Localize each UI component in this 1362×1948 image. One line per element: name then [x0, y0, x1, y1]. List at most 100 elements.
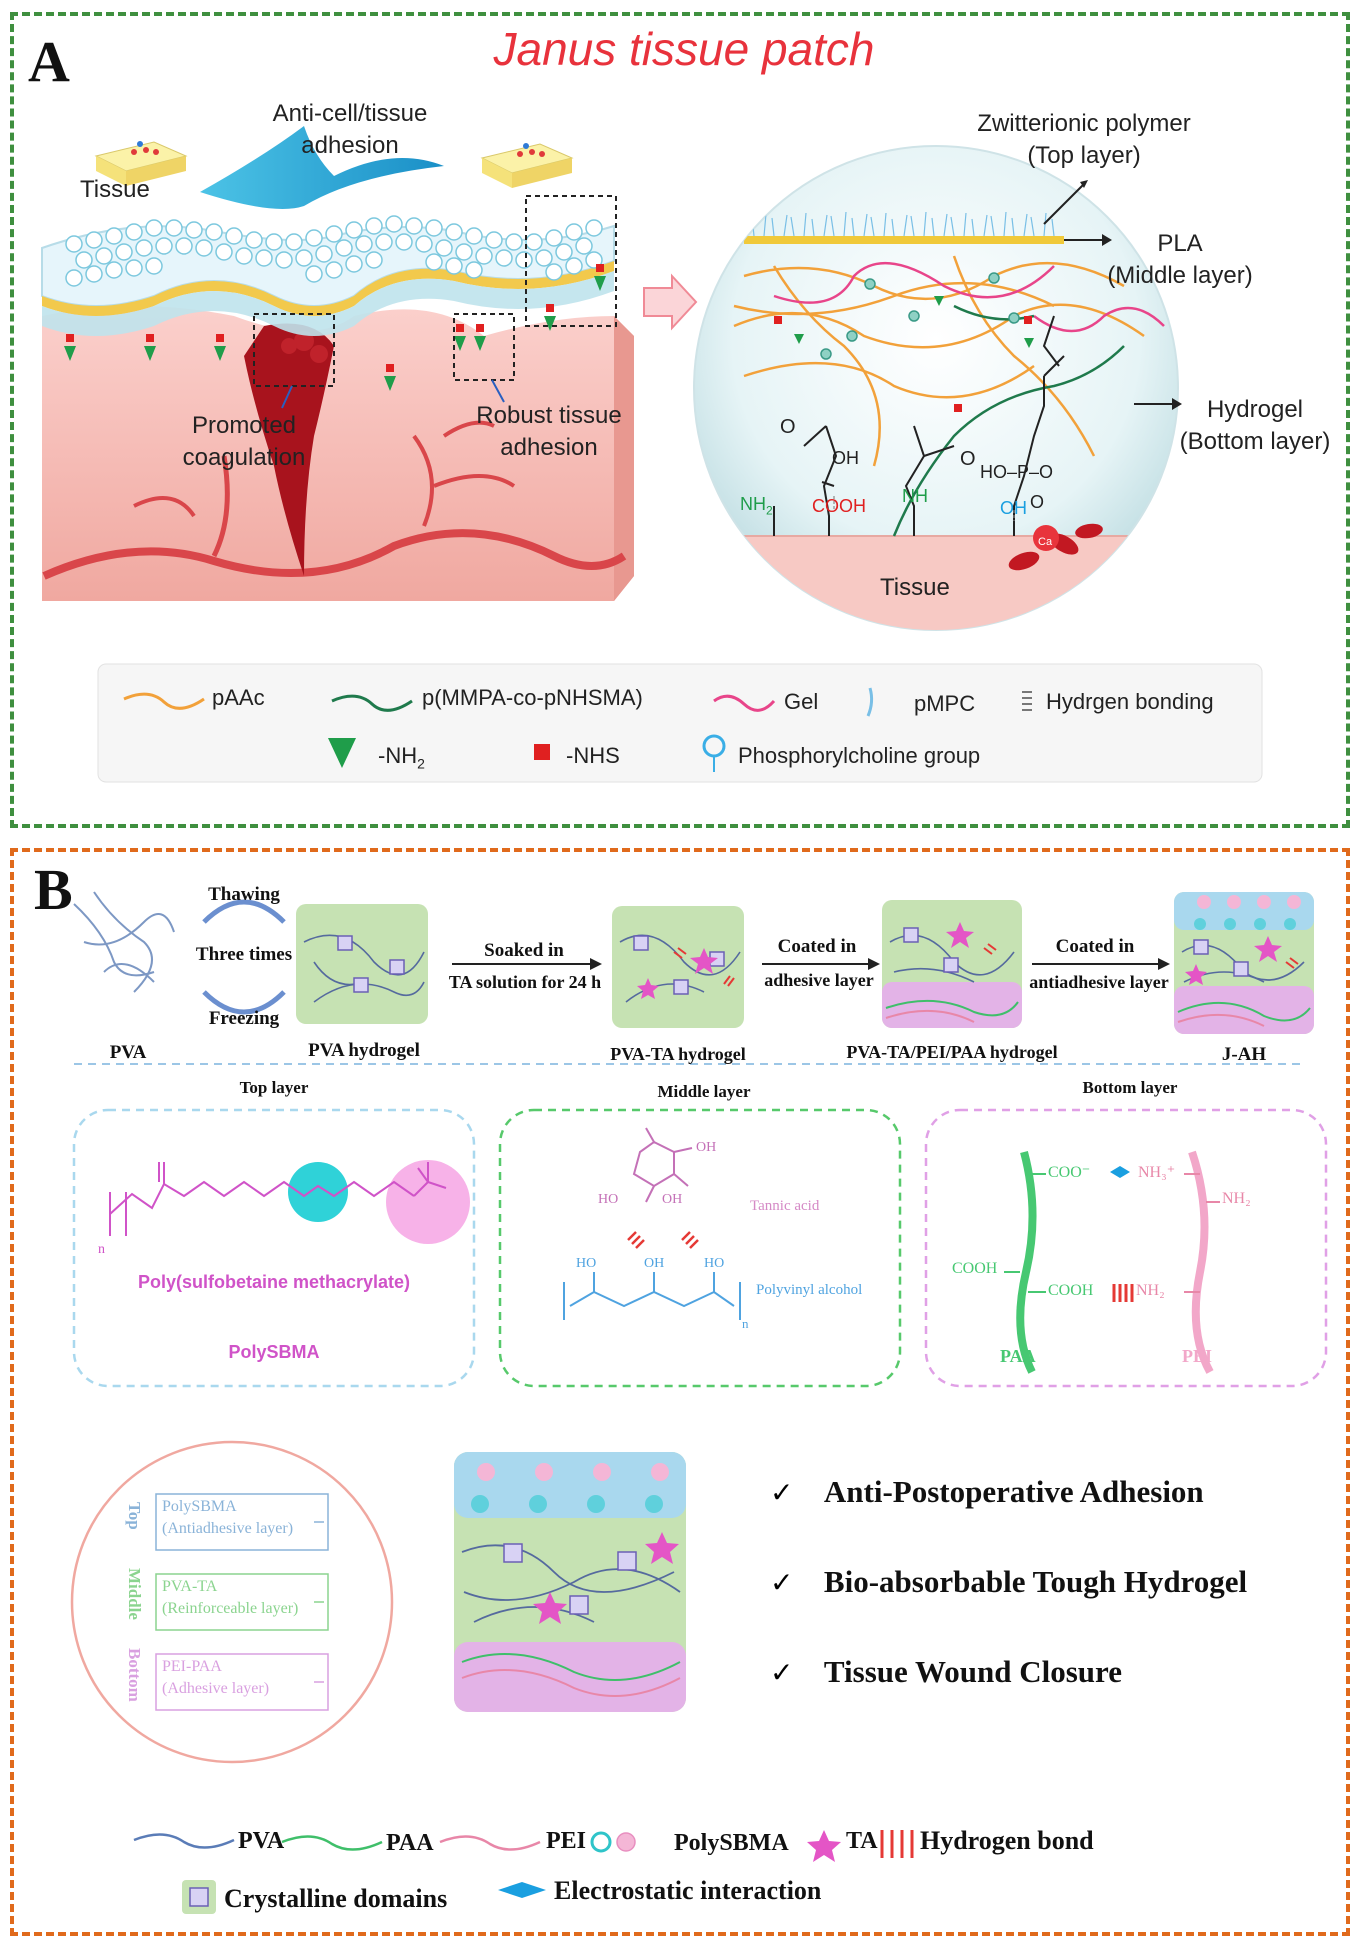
soaked-label: Soaked in [484, 940, 564, 961]
paa-coo: COO⁻ [1048, 1164, 1091, 1181]
panel-a-letter: A [28, 29, 70, 94]
adhesive-layer-label: adhesive layer [764, 970, 874, 990]
feature-1: ✓ Anti-Postoperative Adhesion [770, 1474, 1204, 1510]
antiadhesive-layer-label: antiadhesive layer [1029, 972, 1169, 992]
stack-circle [70, 1440, 394, 1764]
pva-ta-pei-label: PVA-TA/PEI/PAA hydrogel [846, 1042, 1058, 1062]
sbma-polymer-name: Poly(sulfobetaine methacrylate) [137, 1272, 411, 1292]
stack-mid-desc: (Reinforceable layer) [162, 1600, 299, 1617]
legend-b-electrostatic: Electrostatic interaction [554, 1876, 822, 1905]
pei-nh2-top: NH₂ [1222, 1190, 1251, 1207]
legend-b-pva: PVA [238, 1828, 285, 1854]
stack-bottom-tag: Bottom [125, 1648, 144, 1702]
legend-b-paa: PAA [386, 1830, 434, 1856]
paa-pei-structure [1004, 1150, 1220, 1374]
cycle-arrow-top [202, 899, 286, 924]
paa-cooh-mid: COOH [1048, 1282, 1094, 1299]
stack-bottom-box [155, 1653, 329, 1711]
bottom-layer-box [924, 1108, 1328, 1388]
anti-adhesion-line-1: Anti-cell/tissue [272, 100, 428, 127]
legend-b-pei: PEI [546, 1828, 587, 1854]
polysbma-label: PolySBMA [228, 1342, 320, 1362]
coated2-label: Coated in [1055, 936, 1135, 957]
hydrogel-label: Hydrogel (Bottom layer) [1168, 394, 1342, 458]
chem-o1: O [780, 416, 796, 438]
coagulation-label: Promoted coagulation [154, 410, 334, 474]
chem-o-minus: O [1030, 492, 1045, 512]
sbma-n: n [98, 1242, 105, 1257]
chem-phosphate: HO–P–O [980, 462, 1054, 482]
j-ah-schematic [454, 1452, 686, 1712]
pva-ta-square [612, 906, 744, 1028]
thawing-label: Thawing [208, 884, 280, 905]
ta-ho: HO [598, 1192, 619, 1207]
panel-b-letter: B [34, 857, 73, 922]
pva-label: PVA [109, 1042, 147, 1063]
bead-pattern [65, 215, 603, 287]
legend-gel: Gel [784, 689, 819, 714]
chem-ca: Ca [1038, 536, 1053, 548]
middle-layer-heading: Middle layer [657, 1082, 751, 1101]
anti-adhesion-line-2: adhesion [301, 132, 399, 159]
legend-pmpc: pMPC [914, 691, 976, 716]
paa-label: PAA [1000, 1346, 1036, 1366]
zoom-box-adhesion [453, 313, 515, 381]
stack-mid-name: PVA-TA [162, 1578, 218, 1595]
check-icon: ✓ [770, 1476, 794, 1509]
sbma-structure [109, 1160, 470, 1244]
ta-oh-1: OH [696, 1140, 717, 1155]
zoom-box-coagulation [253, 313, 335, 387]
stack-middle-box [155, 1573, 329, 1631]
legend-b-hbond: Hydrogen bond [920, 1826, 1094, 1855]
coagulation-line-1: Promoted [191, 412, 297, 439]
paa-cooh-left: COOH [952, 1260, 998, 1277]
stack-top-desc: (Antiadhesive layer) [162, 1520, 294, 1537]
legend-hbond: Hydrgen bonding [1046, 689, 1214, 714]
chem-oh-blue: OH [1000, 498, 1027, 518]
legend-nh2: -NH2 [378, 743, 425, 772]
coagulation-line-2: coagulation [182, 444, 306, 471]
pla-label: PLA (Middle layer) [1090, 228, 1270, 292]
zwitterionic-line-2: (Top layer) [1027, 142, 1141, 169]
check-icon: ✓ [770, 1656, 794, 1689]
pva-hydrogel-label: PVA hydrogel [308, 1040, 420, 1061]
legend-nhs: -NHS [566, 743, 620, 768]
pva-hydrogel-square [296, 904, 428, 1024]
chem-nh2: NH2 [740, 494, 773, 518]
pva-ho-2: HO [704, 1256, 725, 1271]
pla-line-2: (Middle layer) [1107, 262, 1253, 289]
pointer-coagulation [281, 385, 293, 409]
ta-oh-2: OH [662, 1192, 683, 1207]
feature-3: ✓ Tissue Wound Closure [770, 1654, 1122, 1690]
ta-solution-label: TA solution for 24 h [448, 972, 602, 992]
legend-paac: pAAc [212, 685, 265, 710]
bottom-layer-heading: Bottom layer [1082, 1078, 1178, 1097]
jah-label: J-AH [1221, 1044, 1267, 1065]
feature-3-text: Tissue Wound Closure [823, 1654, 1122, 1689]
zwitterionic-label: Zwitterionic polymer (Top layer) [944, 108, 1224, 172]
middle-layer-box [498, 1108, 902, 1388]
coated1-label: Coated in [777, 936, 857, 957]
tissue-right-label: Tissue [880, 574, 950, 601]
zoom-arrow [643, 273, 698, 331]
hydrogel-line-2: (Bottom layer) [1179, 428, 1331, 455]
legend-b-graphics [133, 1830, 914, 1914]
three-times-label: Three times [195, 944, 293, 965]
panel-a-title: Janus tissue patch [493, 23, 875, 75]
stack-bottom-text: PEI-PAA (Adhesive layer) [162, 1656, 269, 1700]
pla-line-1: PLA [1157, 230, 1203, 257]
check-icon: ✓ [770, 1566, 794, 1599]
panel-b-illustration [70, 891, 1328, 1914]
stack-top-tag: Top [125, 1502, 144, 1530]
tissue-cube-left [94, 141, 188, 186]
anti-adhesion-label: Anti-cell/tissue adhesion [240, 98, 460, 162]
pva-n: n [742, 1316, 749, 1331]
legend-phosphoryl: Phosphorylcholine group [738, 743, 981, 768]
anchor-markers [64, 264, 606, 391]
pointer-zwitterionic [1043, 183, 1085, 225]
panel-a-illustration [41, 126, 1263, 783]
stack-middle-text: PVA-TA (Reinforceable layer) [162, 1576, 298, 1620]
feature-2: ✓ Bio-absorbable Tough Hydrogel [770, 1564, 1247, 1600]
tissue-cube-right [480, 143, 574, 188]
hydrogel-line-1: Hydrogel [1206, 396, 1304, 423]
